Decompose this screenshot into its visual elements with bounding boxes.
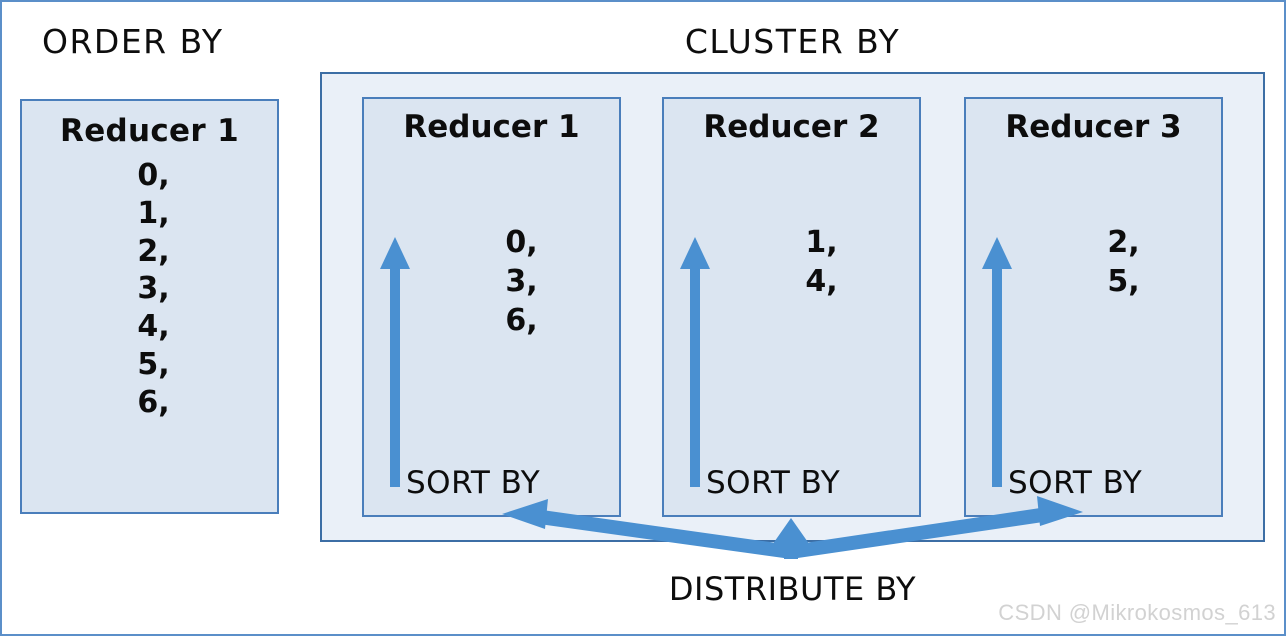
list-item: 1, <box>805 225 838 260</box>
list-item: 5, <box>1107 264 1140 299</box>
sort-by-up-arrow-icon <box>680 237 710 487</box>
sort-by-up-arrow-icon <box>982 237 1012 487</box>
cluster-reducer-card-3: Reducer 3 2, 5, SORT BY <box>964 97 1223 517</box>
list-item: 2, <box>137 233 170 269</box>
list-item: 2, <box>1107 225 1140 260</box>
list-item: 3, <box>505 264 538 299</box>
list-item: 0, <box>505 225 538 260</box>
reducer-heading: Reducer 3 <box>1005 109 1182 145</box>
list-item: 0, <box>137 158 170 193</box>
list-item: 3, <box>137 271 170 307</box>
sort-by-label: SORT BY <box>706 465 841 501</box>
distribute-by-label: DISTRIBUTE BY <box>668 570 917 608</box>
list-item: 4, <box>805 264 838 299</box>
cluster-reducer-card-2: Reducer 2 1, 4, SORT BY <box>662 97 921 517</box>
sort-by-up-arrow-icon <box>380 237 410 487</box>
reducer-values-list: 2, 5, <box>996 223 1251 301</box>
order-by-title: ORDER BY <box>42 22 224 61</box>
order-by-reducer-box: Reducer 1 0, 1, 2, 3, 4, 5, 6, <box>20 99 279 514</box>
order-by-values-list: 0, 1, 2, 3, 4, 5, 6, <box>22 157 277 422</box>
list-item: 4, <box>137 309 170 345</box>
reducer-heading: Reducer 1 <box>403 109 580 145</box>
cluster-by-title: CLUSTER BY <box>684 22 901 61</box>
watermark: CSDN @Mikrokosmos_613 <box>998 600 1276 625</box>
order-by-reducer-heading: Reducer 1 <box>60 113 239 149</box>
list-item: 6, <box>137 384 170 420</box>
list-item: 5, <box>137 346 170 382</box>
cluster-by-container: Reducer 1 0, 3, 6, SORT BY Reducer 2 1, … <box>320 72 1265 542</box>
reducer-heading: Reducer 2 <box>703 109 880 145</box>
cluster-reducer-card-1: Reducer 1 0, 3, 6, SORT BY <box>362 97 621 517</box>
list-item: 6, <box>505 303 538 338</box>
sort-by-label: SORT BY <box>1008 465 1143 501</box>
sort-by-label: SORT BY <box>406 465 541 501</box>
list-item: 1, <box>137 195 170 231</box>
reducer-values-list: 0, 3, 6, <box>394 223 649 340</box>
reducer-values-list: 1, 4, <box>694 223 949 301</box>
